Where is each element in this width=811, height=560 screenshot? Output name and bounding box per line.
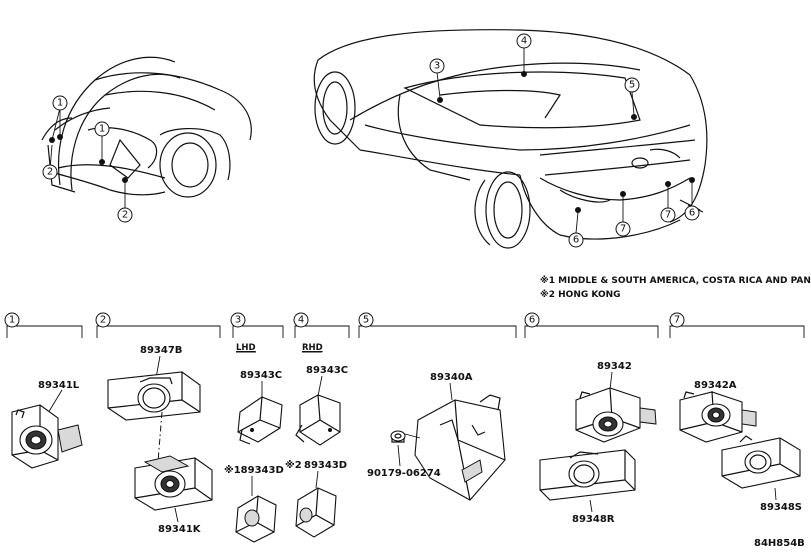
front-car-illustration: [41, 56, 252, 210]
rear-car-illustration: [313, 29, 708, 249]
group-bracket-6: 6: [524, 312, 659, 338]
part-label-89343C-lhd: 89343C: [240, 370, 282, 381]
part-label-89348R: 89348R: [572, 514, 615, 525]
svg-text:7: 7: [674, 315, 680, 326]
part-label-89340A: 89340A: [430, 372, 473, 383]
rhd-label: RHD: [302, 343, 323, 353]
group-bracket-7: 7: [669, 312, 805, 338]
part-label-89342A: 89342A: [694, 380, 737, 391]
part-label-89343D: 89343D: [304, 460, 347, 471]
svg-text:2: 2: [122, 210, 128, 221]
part-label-189343D: ※189343D: [224, 464, 284, 476]
region-note-2: ※2 HONG KONG: [540, 289, 621, 300]
group-bracket-4: 4: [293, 312, 350, 338]
part-label-89348S: 89348S: [760, 502, 802, 513]
sensor-bracket-89348R: [539, 449, 636, 501]
svg-text:5: 5: [629, 80, 635, 91]
group-bracket-1: 1: [4, 312, 83, 338]
part-label-289343D-mark: ※2: [285, 459, 302, 471]
callout-2-front-b: 2: [117, 207, 133, 223]
part-label-90179-06274: 90179-06274: [367, 468, 441, 479]
lhd-label: LHD: [236, 343, 256, 353]
callout-7-rear-a: 7: [615, 221, 631, 237]
svg-text:4: 4: [298, 315, 304, 326]
group-bracket-2: 2: [95, 312, 221, 338]
svg-text:1: 1: [9, 315, 15, 326]
part-label-89341K: 89341K: [158, 524, 202, 535]
callout-1-front-a: 1: [52, 95, 68, 111]
group-bracket-5: 5: [358, 312, 517, 338]
svg-text:7: 7: [620, 224, 626, 235]
svg-text:6: 6: [573, 235, 579, 246]
svg-text:5: 5: [363, 315, 369, 326]
callout-3-rear: 3: [429, 58, 445, 74]
svg-text:1: 1: [99, 124, 105, 135]
camera-89343C-lhd: [237, 396, 283, 445]
svg-text:4: 4: [521, 36, 527, 47]
svg-text:2: 2: [47, 167, 53, 178]
ultrasonic-sensor-89341K: [134, 455, 213, 511]
part-label-89341L: 89341L: [38, 380, 80, 391]
cover-89343D-lhd: [235, 495, 277, 543]
callout-6-rear-b: 6: [684, 205, 700, 221]
sensor-bracket-89348S: [721, 435, 801, 489]
svg-text:2: 2: [100, 315, 106, 326]
callout-7-rear-b: 7: [660, 207, 676, 223]
region-note-1: ※1 MIDDLE & SOUTH AMERICA, COSTA RICA AN…: [540, 275, 811, 286]
cover-89343D-rhd: [295, 487, 337, 538]
sensor-bracket-89347B: [107, 371, 201, 421]
camera-89343C-rhd: [295, 394, 341, 446]
callout-1-front-b: 1: [94, 121, 110, 137]
callout-2-front-a: 2: [42, 164, 58, 180]
svg-text:6: 6: [529, 315, 535, 326]
diagram-code: 84H854B: [754, 538, 805, 549]
callout-4-rear: 4: [516, 33, 532, 49]
part-label-89342: 89342: [597, 361, 632, 372]
svg-text:3: 3: [434, 61, 440, 72]
part-label-89343C-rhd: 89343C: [306, 365, 348, 376]
part-label-89347B: 89347B: [140, 345, 182, 356]
ultrasonic-sensor-89341L: [11, 404, 83, 469]
svg-text:1: 1: [57, 98, 63, 109]
svg-text:3: 3: [235, 315, 241, 326]
callout-5-rear: 5: [624, 77, 640, 93]
parking-assist-ecu-89340A: [414, 394, 506, 501]
svg-text:7: 7: [665, 210, 671, 221]
group-bracket-3: 3: [230, 312, 284, 338]
ultrasonic-sensor-89342: [575, 387, 657, 443]
callout-6-rear-a: 6: [568, 232, 584, 248]
ultrasonic-sensor-89342A: [679, 391, 757, 443]
bolt-90179-06274: [390, 430, 406, 443]
svg-text:6: 6: [689, 208, 695, 219]
